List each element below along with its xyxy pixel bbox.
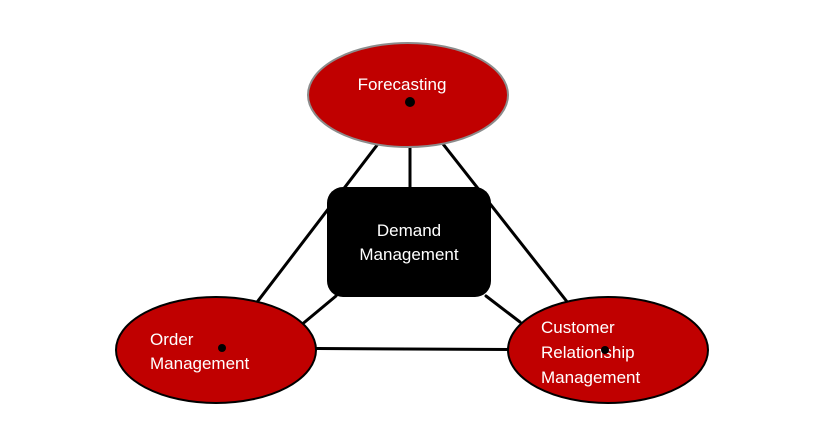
order-management-label-line-2: Management <box>150 354 250 373</box>
order-management-ellipse <box>115 296 317 404</box>
demand-management-label-line-1: Demand <box>377 221 441 240</box>
demand-management-box <box>327 187 491 297</box>
line-center-to-order <box>298 294 338 328</box>
forecasting-ellipse <box>307 42 509 148</box>
order-management-label-line-1: Order <box>150 330 194 349</box>
crm-label-line-1: Customer <box>541 318 615 337</box>
junction-forecasting <box>405 97 415 107</box>
demand-management-label-line-2: Management <box>359 245 459 264</box>
crm-label-line-3: Management <box>541 368 641 387</box>
junction-crm <box>601 346 609 354</box>
junction-order <box>218 344 226 352</box>
junction-dots <box>218 97 609 354</box>
node-order-management: Order Management <box>115 296 317 404</box>
line-center-to-crm <box>484 294 522 324</box>
node-forecasting: Forecasting <box>307 42 509 148</box>
crm-label-line-2: Relationship <box>541 343 635 362</box>
node-demand-management: Demand Management <box>327 187 491 297</box>
forecasting-label: Forecasting <box>358 75 447 94</box>
